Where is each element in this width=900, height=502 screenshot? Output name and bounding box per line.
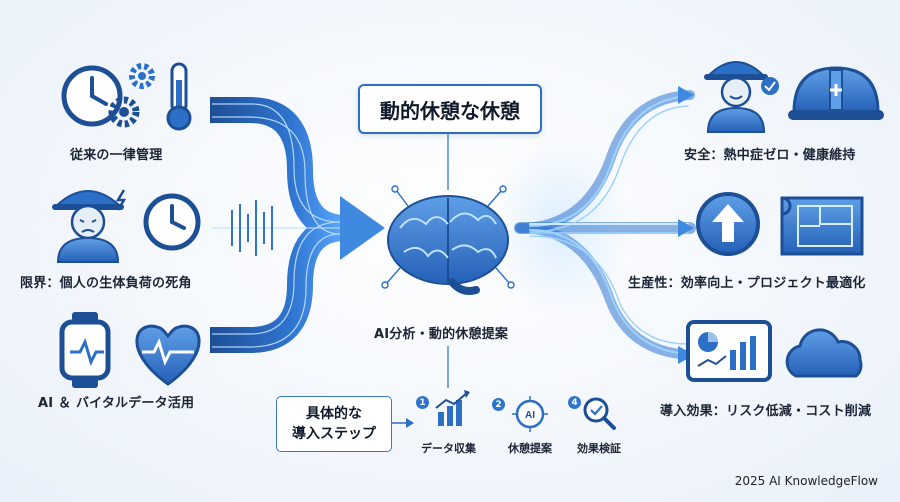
cloud-icon xyxy=(785,328,863,378)
clock-icon xyxy=(61,65,123,127)
hardhat-icon xyxy=(788,66,884,120)
ai-chip-icon: AI xyxy=(512,396,548,432)
step-label-data-collection: データ収集 xyxy=(421,442,476,455)
step-label-break-suggestion: 休憩提案 xyxy=(508,442,552,455)
brain-icon xyxy=(381,185,515,295)
converging-arrows xyxy=(210,97,385,353)
label-limitation: 限界：個人の生体負荷の死角 xyxy=(20,276,192,291)
step-label-effect-verification: 効果検証 xyxy=(577,442,621,455)
heart-pulse-icon xyxy=(135,324,201,386)
label-ai-vital-data: AI ＆ バイタルデータ活用 xyxy=(38,396,195,411)
ai-chip-text: AI xyxy=(525,410,535,421)
step-number-badge: 2 xyxy=(492,398,505,411)
steps-heading-box: 具体的な 導入ステップ xyxy=(276,396,392,452)
smartwatch-icon xyxy=(59,312,111,388)
worker-icon xyxy=(704,61,779,133)
page-title: 動的休憩な休憩 xyxy=(358,84,542,134)
tablet-chart-icon xyxy=(686,320,772,382)
blueprint-icon xyxy=(780,196,864,256)
magnifier-check-icon xyxy=(583,397,616,430)
step-number-badge: 4 xyxy=(568,396,581,409)
diverging-streams xyxy=(490,86,696,364)
bar-chart-icon xyxy=(435,390,470,426)
label-conventional-management: 従来の一律管理 xyxy=(70,148,163,163)
label-productivity: 生産性：効率向上・プロジェクト最適化 xyxy=(628,276,866,291)
steps-connector xyxy=(390,346,449,428)
gear-icon xyxy=(108,63,155,128)
up-arrow-icon xyxy=(696,192,760,256)
steps-heading-line2: 導入ステップ xyxy=(292,426,376,442)
label-ai-analysis: AI分析・動的休憩提案 xyxy=(374,327,509,342)
step-number-badge: 1 xyxy=(416,396,429,409)
worker-icon xyxy=(52,189,127,263)
label-safety: 安全：熱中症ゼロ・健康維持 xyxy=(684,148,856,163)
thermometer-icon xyxy=(166,62,192,131)
footer-credit: 2025 AI KnowledgeFlow xyxy=(734,474,878,488)
steps-heading-line1: 具体的な xyxy=(306,406,362,422)
label-effect: 導入効果：リスク低減・コスト削減 xyxy=(660,404,872,419)
clock-icon xyxy=(143,193,201,251)
